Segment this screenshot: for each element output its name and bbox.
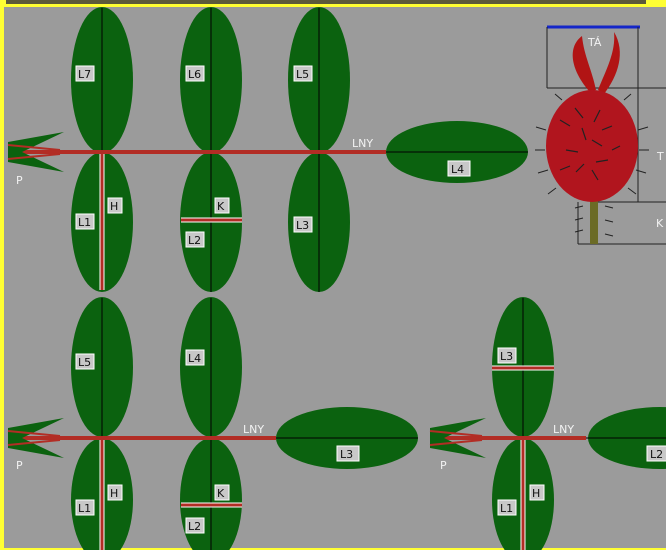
terminal-label: L3 xyxy=(340,448,353,461)
leaflet-label: L5 xyxy=(78,356,91,369)
leaflet-label: L4 xyxy=(188,352,201,365)
petiole-label: LNY xyxy=(243,423,264,436)
leaflet-label: L2 xyxy=(188,520,201,533)
sepal-label: TÁ xyxy=(587,36,602,49)
body-label: T xyxy=(656,150,664,163)
leaflet-label: L1 xyxy=(500,502,513,515)
leaflet-label: L2 xyxy=(188,234,201,247)
stipule-label: P xyxy=(16,459,23,472)
terminal-label: L4 xyxy=(451,163,464,176)
terminal-label: L2 xyxy=(650,448,663,461)
rosehip-body xyxy=(546,90,638,202)
stalk xyxy=(590,196,598,244)
top-strip xyxy=(6,0,646,4)
leaflet-label: L7 xyxy=(78,68,91,81)
measure-label: H xyxy=(110,200,118,213)
measure-label: K xyxy=(217,200,225,213)
stipule-label: P xyxy=(16,174,23,187)
stipule-label: P xyxy=(440,459,447,472)
measure-label: K xyxy=(217,487,225,500)
measure-label: H xyxy=(110,487,118,500)
leaflet-label: L5 xyxy=(296,68,309,81)
leaflet-label: L1 xyxy=(78,216,91,229)
leaflet-label: L3 xyxy=(500,350,513,363)
petiole-label: LNY xyxy=(553,423,574,436)
leaflet-label: L1 xyxy=(78,502,91,515)
leaflet-label: L6 xyxy=(188,68,201,81)
stalk-label: K xyxy=(656,217,664,230)
petiole-label: LNY xyxy=(352,137,373,150)
leaflet-label-box: L7 xyxy=(76,66,94,81)
measure-label: H xyxy=(532,487,540,500)
leaflet-label: L3 xyxy=(296,219,309,232)
